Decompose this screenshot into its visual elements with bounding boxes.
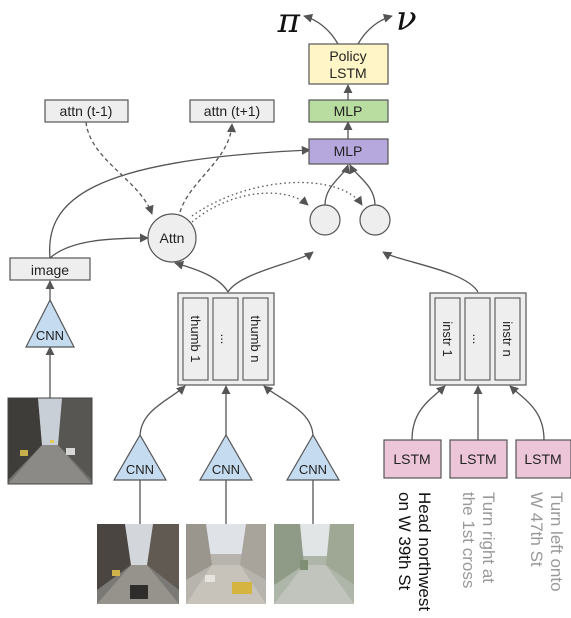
policy-lstm-box: Policy LSTM xyxy=(308,43,389,85)
instruction-3-line1: Turn left onto xyxy=(547,492,566,592)
attn-node: Attn xyxy=(147,213,197,263)
thumbnail-stack: thumb 1 ... thumb n xyxy=(177,292,275,386)
instruction-text-2: Turn right at the 1st cross xyxy=(458,492,498,588)
mlp-bottom-label: MLP xyxy=(334,143,363,159)
instruction-text-3: Turn left onto W 47th St xyxy=(526,492,566,592)
cnn-thumb-3-label: CNN xyxy=(299,462,327,477)
attn-next-label: attn (t+1) xyxy=(204,103,260,119)
lstm-instr-2: LSTM xyxy=(449,439,508,479)
image-box: image xyxy=(9,257,91,281)
mlp-bottom-box: MLP xyxy=(308,138,389,165)
lstm-instr-3: LSTM xyxy=(515,439,571,479)
image-label: image xyxy=(31,262,69,278)
mlp-top-box: MLP xyxy=(308,99,389,123)
cnn-thumb-3: CNN xyxy=(285,433,341,481)
thumbnail-image-1 xyxy=(97,524,179,604)
instruction-text-1: Head northwest on W 39th St xyxy=(394,492,434,611)
lstm-instr-2-label: LSTM xyxy=(459,451,496,467)
instr-1-label: instr 1 xyxy=(440,321,455,356)
attn-next-box: attn (t+1) xyxy=(189,99,275,123)
mlp-top-label: MLP xyxy=(334,103,363,119)
instruction-1-line1: Head northwest xyxy=(415,492,434,612)
attn-prev-box: attn (t-1) xyxy=(44,99,129,123)
combine-node-right xyxy=(359,204,391,236)
pi-symbol: π xyxy=(277,1,301,41)
street-view-image xyxy=(7,397,93,485)
cnn-left-label: CNN xyxy=(36,328,64,343)
thumb-n-label: thumb n xyxy=(248,316,263,363)
instruction-2-line2: the 1st cross xyxy=(459,492,478,589)
attn-prev-label: attn (t-1) xyxy=(60,103,113,119)
instruction-1-line2: on W 39th St xyxy=(395,492,414,591)
combine-node-left xyxy=(309,204,341,236)
instruction-2-line1: Turn right at xyxy=(479,492,498,584)
cnn-thumb-1-label: CNN xyxy=(126,462,154,477)
lstm-instr-1-label: LSTM xyxy=(393,451,430,467)
thumb-ellipsis-label: ... xyxy=(218,334,233,345)
thumbnail-image-2 xyxy=(186,524,266,604)
cnn-thumb-2-label: CNN xyxy=(212,462,240,477)
cnn-thumb-1: CNN xyxy=(112,433,168,481)
cnn-left: CNN xyxy=(25,298,75,348)
nu-symbol: ν xyxy=(396,0,417,39)
lstm-instr-3-label: LSTM xyxy=(524,451,561,467)
instr-n-label: instr n xyxy=(500,321,515,356)
policy-label: Policy xyxy=(329,48,366,64)
instr-ellipsis-label: ... xyxy=(470,334,485,345)
thumbnail-image-3 xyxy=(274,524,354,604)
attn-node-label: Attn xyxy=(160,230,185,246)
instruction-stack: instr 1 ... instr n xyxy=(429,292,527,386)
lstm-instr-1: LSTM xyxy=(383,439,442,479)
thumb-1-label: thumb 1 xyxy=(188,316,203,363)
instruction-3-line2: W 47th St xyxy=(527,492,546,567)
lstm-label: LSTM xyxy=(329,65,366,81)
cnn-thumb-2: CNN xyxy=(198,433,254,481)
